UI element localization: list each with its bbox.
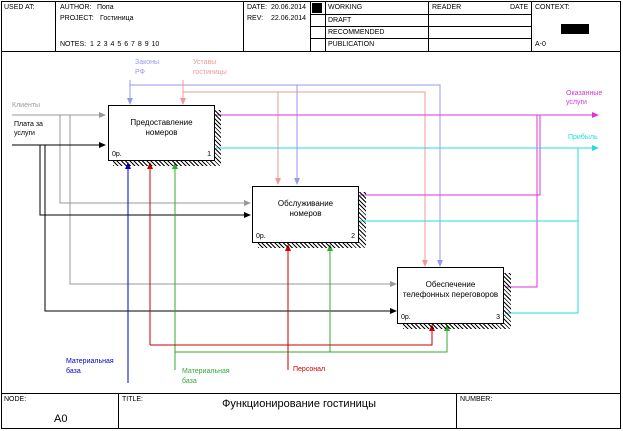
label-material-base-green-line1: Материальная — [182, 368, 230, 375]
context-label: CONTEXT: — [535, 4, 570, 11]
number-label: NUMBER: — [460, 396, 493, 403]
label-clients: Клиенты — [12, 102, 41, 109]
arrow-profit — [216, 145, 599, 314]
box-1-cost: 0р. — [112, 151, 122, 158]
date-label: DATE: — [247, 4, 268, 11]
context-box — [561, 24, 589, 34]
label-payment-line2: услуги — [14, 130, 35, 137]
status-publication: PUBLICATION — [328, 41, 375, 48]
header-divider — [243, 1, 244, 51]
box-1-number: 1 — [207, 151, 211, 158]
header-bottom-border — [1, 51, 621, 52]
arrow-payment — [12, 142, 397, 314]
author-value: Попа — [97, 4, 114, 11]
box-3-number: 3 — [496, 314, 500, 321]
arrow-staff — [147, 162, 435, 370]
label-profit: Прибыль — [568, 134, 598, 141]
working-status-marker — [312, 3, 322, 13]
label-staff: Персонал — [293, 366, 326, 373]
box-1-title-line2: номеров — [145, 128, 178, 137]
project-label: PROJECT: — [60, 15, 94, 22]
label-services-line1: Оказанные — [566, 90, 603, 97]
activity-box-2[interactable]: Обслуживание номеров 0р. 2 — [252, 186, 359, 243]
label-material-base-blue-line2: база — [66, 368, 81, 375]
diagram-title: Функционирование гостиницы — [222, 398, 376, 410]
label-material-base-blue-line1: Материальная — [66, 358, 114, 365]
notes-numbers: 1 2 3 4 5 6 7 8 9 10 — [90, 41, 160, 48]
box-2-title-line1: Обслуживание — [277, 199, 334, 208]
footer-top-border — [1, 393, 621, 394]
status-row-border — [310, 14, 531, 15]
status-recommended: RECOMMENDED — [328, 29, 385, 36]
box-2-title-line2: номеров — [289, 209, 322, 218]
activity-box-1[interactable]: Предоставление номеров 0р. 1 — [108, 105, 215, 161]
node-value: A0 — [54, 413, 68, 425]
arrow-laws — [127, 80, 443, 267]
rev-value: 22.06.2014 — [271, 15, 307, 22]
box-3-title-line2: телефонных переговоров — [402, 290, 499, 299]
label-laws-line2: РФ — [135, 69, 145, 76]
status-working: WORKING — [328, 4, 363, 11]
used-at-label: USED AT: — [4, 4, 35, 11]
activity-box-3[interactable]: Обеспечение телефонных переговоров 0р. 3 — [397, 267, 504, 324]
rev-label: REV: — [247, 15, 264, 22]
label-material-base-green-line2: база — [182, 378, 197, 385]
date-value: 20.06.2014 — [271, 4, 307, 11]
footer-divider — [456, 393, 457, 429]
status-draft: DRAFT — [328, 17, 352, 24]
box-2-cost: 0р. — [256, 233, 266, 240]
arrow-services — [216, 112, 599, 288]
status-row-border — [310, 38, 531, 39]
arrow-charters — [180, 80, 428, 267]
footer-divider — [118, 393, 119, 429]
arrow-material-base-green — [172, 162, 450, 370]
node-label: NODE: — [4, 396, 27, 403]
reader-label: READER — [432, 4, 462, 11]
box-1-title-line1: Предоставление — [130, 118, 193, 127]
box-3-cost: 0р. — [401, 314, 411, 321]
label-charters-line1: Уставы — [193, 59, 217, 66]
label-laws-line1: Законы — [135, 59, 160, 66]
header-divider — [55, 1, 56, 51]
header-divider — [531, 1, 532, 51]
project-value: Гостиница — [100, 15, 134, 22]
label-services-line2: услуги — [566, 99, 587, 106]
box-2-number: 2 — [351, 233, 355, 240]
reader-date-label: DATE — [510, 4, 529, 11]
context-node: A-0 — [535, 41, 546, 48]
box-3-title-line1: Обеспечение — [425, 280, 476, 289]
arrow-clients — [12, 112, 397, 287]
status-row-border — [310, 26, 531, 27]
label-payment-line1: Плата за — [14, 121, 43, 128]
author-label: AUTHOR: — [60, 4, 92, 11]
label-charters-line2: гостиницы — [193, 69, 227, 76]
title-label: TITLE: — [122, 396, 144, 403]
notes-label: NOTES: — [60, 41, 87, 48]
